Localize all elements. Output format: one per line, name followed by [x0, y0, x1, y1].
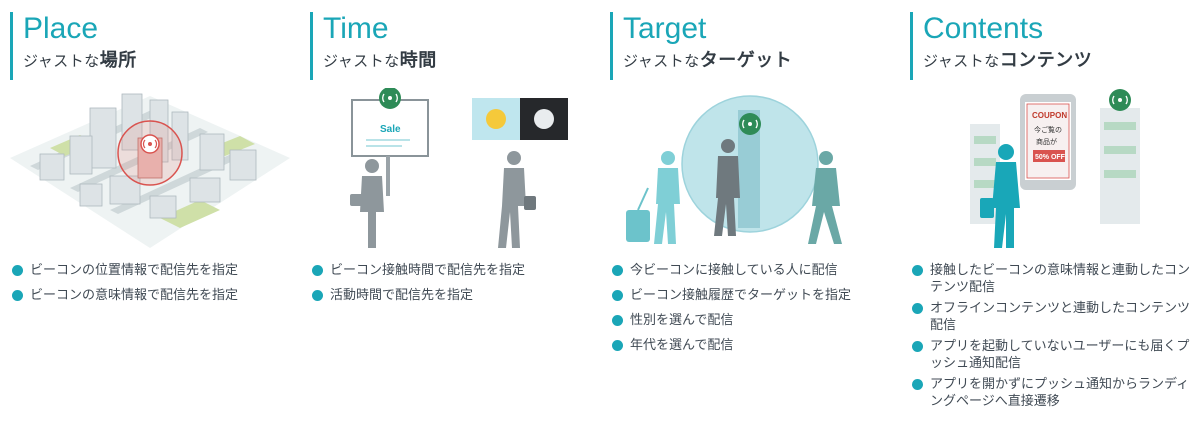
beacon-icon	[1109, 89, 1131, 111]
sale-text: Sale	[380, 124, 401, 135]
heading-ja-prefix: ジャストな	[23, 52, 100, 70]
bullet-text: 接触したビーコンの意味情報と連動したコンテンツ配信	[930, 263, 1191, 295]
beacon-icon	[739, 113, 761, 135]
bullet-list: 今ビーコンに接触している人に配信 ビーコン接触履歴でターゲットを指定 性別を選ん…	[612, 262, 897, 362]
bullet-dot	[12, 290, 23, 301]
bullet-text: 年代を選んで配信	[630, 338, 734, 353]
heading-ja: ジャストなコンテンツ	[923, 46, 1092, 76]
heading-en: Contents	[923, 12, 1044, 45]
bullet-text: オフラインコンテンツと連動したコンテンツ配信	[930, 301, 1191, 333]
bullet-dot	[12, 265, 23, 276]
heading-en: Time	[323, 12, 389, 45]
heading-target: Target ジャストなターゲット	[610, 12, 792, 80]
heading-ja: ジャストな場所	[23, 46, 137, 76]
bullet-dot	[612, 340, 623, 351]
bullet-text: ビーコン接触履歴でターゲットを指定	[630, 288, 852, 303]
person-icon	[980, 144, 1020, 248]
heading-ja-main: コンテンツ	[999, 50, 1093, 71]
heading-place: Place ジャストな場所	[10, 12, 137, 80]
bullet-list: 接触したビーコンの意味情報と連動したコンテンツ配信 オフラインコンテンツと連動し…	[912, 262, 1197, 414]
target-illustration	[626, 95, 842, 244]
heading-ja: ジャストな時間	[323, 46, 437, 76]
bullet-list: ビーコンの位置情報で配信先を指定 ビーコンの意味情報で配信先を指定	[12, 262, 297, 312]
bullet-dot	[612, 265, 623, 276]
list-item: 年代を選んで配信	[612, 337, 897, 354]
bullet-text: ビーコンの意味情報で配信先を指定	[30, 288, 239, 303]
list-item: アプリを起動していないユーザーにも届くプッシュ通知配信	[912, 338, 1197, 372]
heading-en: Place	[23, 12, 99, 45]
person-icon	[808, 151, 842, 244]
list-item: ビーコンの位置情報で配信先を指定	[12, 262, 297, 279]
heading-en: Target	[623, 12, 707, 45]
heading-ja-main: 場所	[99, 50, 137, 71]
beacon-icon	[379, 88, 401, 109]
heading-time: Time ジャストな時間	[310, 12, 437, 80]
city-icon	[10, 93, 290, 248]
column-target: Target ジャストなターゲット 今ビーコンに接触している人に配	[600, 0, 900, 442]
person-icon	[498, 151, 536, 248]
coupon-line1: 今ご覧の	[1034, 125, 1062, 134]
sun-icon	[486, 109, 506, 129]
bullet-list: ビーコン接触時間で配信先を指定 活動時間で配信先を指定	[312, 262, 597, 312]
bullet-dot	[612, 315, 623, 326]
billboard-icon: Sale	[351, 99, 429, 196]
bullet-text: 今ビーコンに接触している人に配信	[630, 263, 838, 278]
coupon-discount: 50% OFF	[1035, 154, 1066, 161]
list-item: オフラインコンテンツと連動したコンテンツ配信	[912, 300, 1197, 334]
bullet-text: 活動時間で配信先を指定	[330, 288, 474, 303]
bullet-text: ビーコンの位置情報で配信先を指定	[30, 263, 239, 278]
bullet-dot	[912, 303, 923, 314]
smartphone-icon: COUPON 今ご覧の 商品が 50% OFF	[1020, 94, 1076, 190]
heading-ja-prefix: ジャストな	[623, 52, 700, 70]
list-item: 活動時間で配信先を指定	[312, 287, 597, 304]
heading-ja-main: ターゲット	[699, 50, 793, 71]
heading-ja: ジャストなターゲット	[623, 46, 792, 76]
person-icon	[350, 159, 384, 248]
coupon-line2: 商品が	[1036, 137, 1057, 146]
column-time: Time ジャストな時間 Sale	[300, 0, 600, 442]
bullet-dot	[612, 290, 623, 301]
list-item: 性別を選んで配信	[612, 312, 897, 329]
heading-ja-prefix: ジャストな	[923, 52, 1000, 70]
bullet-text: アプリを開かずにプッシュ通知からランディングページへ直接遷移	[930, 377, 1190, 409]
bullet-text: アプリを起動していないユーザーにも届くプッシュ通知配信	[930, 339, 1190, 371]
list-item: ビーコン接触履歴でターゲットを指定	[612, 287, 897, 304]
coupon-title: COUPON	[1032, 111, 1067, 120]
list-item: 今ビーコンに接触している人に配信	[612, 262, 897, 279]
beacon-icon	[140, 134, 160, 154]
list-item: ビーコンの意味情報で配信先を指定	[12, 287, 297, 304]
person-icon	[626, 151, 680, 244]
list-item: アプリを開かずにプッシュ通知からランディングページへ直接遷移	[912, 376, 1197, 410]
bullet-dot	[312, 265, 323, 276]
bullet-dot	[312, 290, 323, 301]
contents-illustration: COUPON 今ご覧の 商品が 50% OFF	[970, 89, 1140, 248]
heading-ja-main: 時間	[399, 50, 437, 71]
bullet-text: ビーコン接触時間で配信先を指定	[330, 263, 526, 278]
column-contents: Contents ジャストなコンテンツ COUPON 今ご覧の 商品が 50% …	[900, 0, 1200, 442]
person-icon	[714, 139, 740, 236]
moon-icon	[534, 109, 554, 129]
list-item: 接触したビーコンの意味情報と連動したコンテンツ配信	[912, 262, 1197, 296]
heading-contents: Contents ジャストなコンテンツ	[910, 12, 1092, 80]
bullet-dot	[912, 379, 923, 390]
bullet-text: 性別を選んで配信	[630, 313, 734, 328]
heading-ja-prefix: ジャストな	[323, 52, 400, 70]
bullet-dot	[912, 341, 923, 352]
time-illustration: Sale	[350, 88, 568, 248]
list-item: ビーコン接触時間で配信先を指定	[312, 262, 597, 279]
bullet-dot	[912, 265, 923, 276]
column-place: Place ジャストな場所	[0, 0, 300, 442]
